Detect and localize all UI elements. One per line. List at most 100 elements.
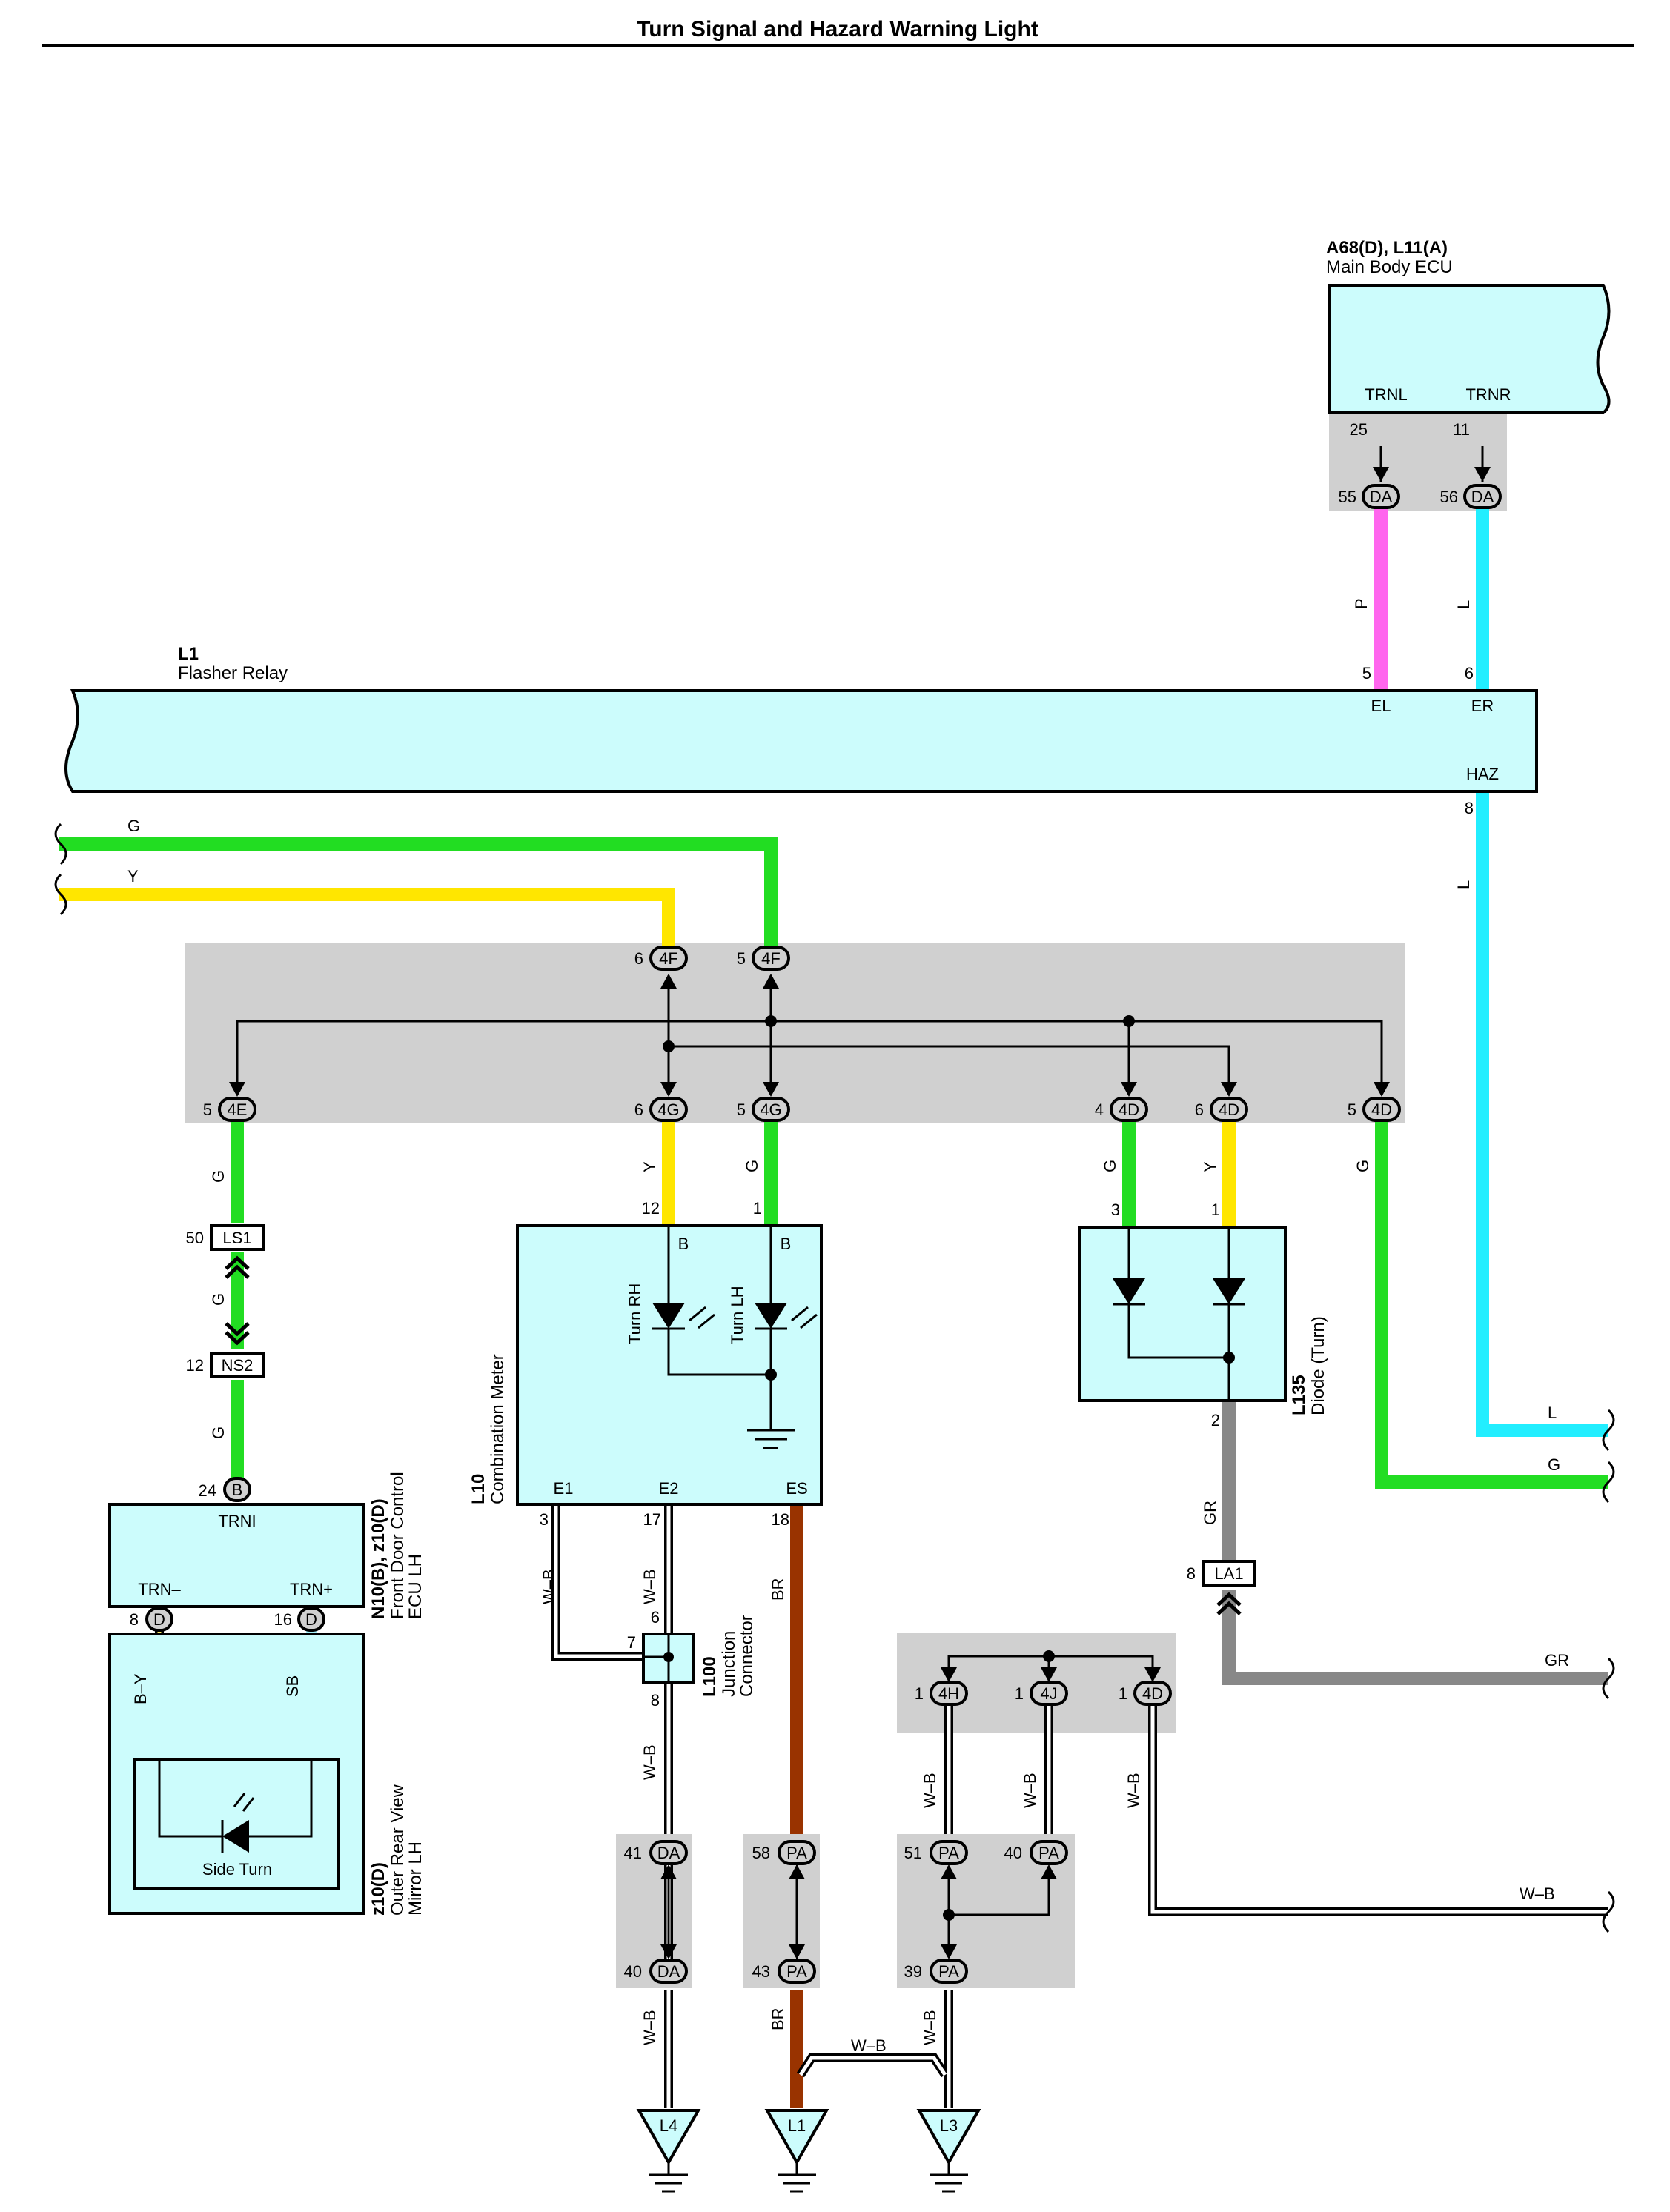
front-door-ecu xyxy=(108,1503,365,1608)
svg-text:PA: PA xyxy=(786,1962,807,1981)
wire-label-l-right: L xyxy=(1548,1404,1557,1422)
door-ecu-pin-trni: TRNI xyxy=(218,1512,256,1530)
svg-text:5: 5 xyxy=(737,949,746,968)
junction-name-1: Junction xyxy=(719,1631,739,1697)
svg-text:L1: L1 xyxy=(788,2116,806,2135)
svg-text:DA: DA xyxy=(1471,488,1494,506)
svg-text:PA: PA xyxy=(938,1844,959,1862)
relay-pin-er: ER xyxy=(1471,697,1494,715)
flasher-relay xyxy=(64,689,1538,793)
ground-l1: L1 xyxy=(764,2109,829,2193)
diode-code: L135 xyxy=(1289,1375,1309,1415)
ecu-pin-trnl: TRNL xyxy=(1365,385,1407,404)
svg-text:51: 51 xyxy=(904,1844,922,1862)
svg-text:58: 58 xyxy=(752,1844,770,1862)
wire-g-right xyxy=(1375,1120,1608,1489)
wb-wires-outline xyxy=(551,1504,1608,2108)
wb-wires-fill xyxy=(554,1504,1608,2108)
svg-text:5: 5 xyxy=(203,1100,212,1119)
wire-label-gr-right: GR xyxy=(1545,1651,1569,1670)
meter-junction-dot xyxy=(765,1369,777,1381)
svg-text:4J: 4J xyxy=(1040,1684,1057,1703)
meter-terminal-18: 18 xyxy=(772,1510,789,1529)
turn-rh-led xyxy=(652,1303,685,1329)
wire-label-by: B–Y xyxy=(131,1673,150,1704)
svg-text:D: D xyxy=(305,1610,317,1629)
conn-la1: LA1 8 xyxy=(1187,1560,1256,1587)
svg-text:4D: 4D xyxy=(1142,1684,1163,1703)
svg-text:L4: L4 xyxy=(660,2116,677,2135)
conn-4g-5: 4G 5 xyxy=(737,1097,790,1122)
svg-text:DA: DA xyxy=(657,1962,680,1981)
connector-arrows xyxy=(229,467,1491,1959)
svg-text:6: 6 xyxy=(634,949,643,968)
main-body-ecu xyxy=(1328,284,1611,414)
wire-label-wb-e2: W–B xyxy=(640,1569,659,1604)
svg-text:4F: 4F xyxy=(761,949,781,968)
door-ecu-name-1: Front Door Control xyxy=(388,1472,408,1619)
meter-code: L10 xyxy=(468,1474,488,1504)
svg-text:1: 1 xyxy=(1119,1684,1127,1703)
mirror-name-1: Outer Rear View xyxy=(388,1784,408,1916)
svg-text:55: 55 xyxy=(1339,488,1356,506)
internal-wiring xyxy=(236,446,1484,1956)
meter-terminal-3: 3 xyxy=(540,1510,549,1529)
wire-break-marks xyxy=(54,823,1615,1933)
door-ecu-name-2: ECU LH xyxy=(405,1554,425,1619)
ground-l3: L3 xyxy=(916,2109,981,2193)
ecu-name: Main Body ECU xyxy=(1326,257,1453,277)
wire-label-g-ns2: G xyxy=(209,1426,228,1439)
relay-terminal-8: 8 xyxy=(1465,799,1474,817)
wire-y-top xyxy=(59,888,675,946)
conn-pa51: PA 51 xyxy=(904,1840,968,1865)
relay-name: Flasher Relay xyxy=(178,663,288,683)
svg-text:PA: PA xyxy=(1038,1844,1059,1862)
ecu-terminal-25: 25 xyxy=(1350,420,1368,439)
turn-lh-label: Turn LH xyxy=(728,1286,746,1344)
svg-text:6: 6 xyxy=(1195,1100,1204,1119)
turn-rh-label: Turn RH xyxy=(626,1283,644,1344)
wire-label-y-diode: Y xyxy=(1201,1161,1219,1172)
turn-lh-led xyxy=(755,1303,787,1329)
door-ecu-code: N10(B), z10(D) xyxy=(368,1498,388,1619)
conn-ls1: LS1 50 xyxy=(186,1224,265,1251)
junction-name-2: Connector xyxy=(737,1615,757,1697)
conn-pa40: PA 40 xyxy=(1004,1840,1068,1865)
wire-label-gr-diode: GR xyxy=(1201,1501,1219,1525)
meter-pin-b-lh: B xyxy=(781,1235,792,1253)
svg-text:LS1: LS1 xyxy=(222,1229,251,1247)
wire-label-wb-4h: W–B xyxy=(921,1773,939,1808)
wire-label-g-meter: G xyxy=(743,1160,761,1172)
svg-text:DA: DA xyxy=(657,1844,680,1862)
relay-pin-el: EL xyxy=(1371,697,1391,715)
wire-label-wb-l4: W–B xyxy=(640,2010,659,2045)
side-turn-led xyxy=(222,1820,249,1853)
diode-terminal-2: 2 xyxy=(1211,1411,1220,1429)
wire-label-br-ground: BR xyxy=(769,2007,787,2030)
door-ecu-pin-trn-minus: TRN– xyxy=(138,1580,181,1598)
led-light-rays xyxy=(689,1306,818,1329)
mirror-name-2: Mirror LH xyxy=(405,1841,425,1916)
svg-text:L3: L3 xyxy=(940,2116,958,2135)
wire-label-wb-right: W–B xyxy=(1520,1884,1555,1903)
junction-connector-dot xyxy=(663,1652,674,1662)
diode-2 xyxy=(1213,1278,1245,1304)
svg-text:12: 12 xyxy=(186,1356,204,1375)
door-ecu-terminal-16: 16 xyxy=(274,1610,292,1629)
conn-door-b: B xyxy=(223,1477,251,1502)
meter-internal xyxy=(667,1226,795,1449)
conn-pa58: PA 58 xyxy=(752,1840,816,1865)
svg-text:40: 40 xyxy=(624,1962,642,1981)
conn-4f-5: 4F 5 xyxy=(737,946,790,971)
diode-terminal-1: 1 xyxy=(1211,1200,1220,1219)
svg-text:4D: 4D xyxy=(1371,1100,1392,1119)
svg-text:4G: 4G xyxy=(657,1100,679,1119)
svg-text:1: 1 xyxy=(915,1684,924,1703)
wire-label-g-top: G xyxy=(127,817,140,835)
svg-text:5: 5 xyxy=(1348,1100,1356,1119)
wire-label-g-diode: G xyxy=(1101,1160,1119,1172)
door-ecu-pin-trn-plus: TRN+ xyxy=(290,1580,333,1598)
ecu-terminal-11: 11 xyxy=(1453,420,1470,439)
svg-text:4D: 4D xyxy=(1119,1100,1139,1119)
